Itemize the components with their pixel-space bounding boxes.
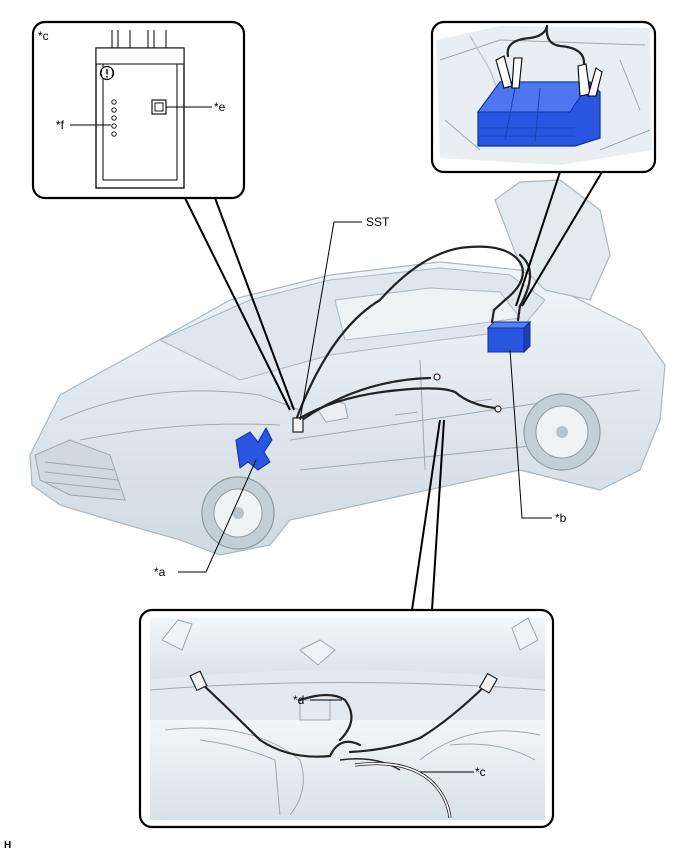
exclamation-circle-icon <box>99 65 115 81</box>
front-wheel <box>201 476 275 550</box>
battery-icon <box>477 81 601 147</box>
leader-lines <box>178 221 552 573</box>
trunk-battery <box>486 304 532 354</box>
label-d: *d <box>293 693 304 707</box>
battery-clamps <box>495 24 603 97</box>
label-c-inset: *c <box>38 29 49 43</box>
sst-cable-car <box>292 245 532 433</box>
rear-wheel <box>523 393 601 471</box>
inset-device <box>31 20 295 411</box>
figure-code: H <box>4 840 11 851</box>
inset-rear-seat <box>138 419 555 829</box>
indicator-leds <box>111 99 117 137</box>
label-sst: SST <box>366 215 390 229</box>
label-a: *a <box>154 565 166 579</box>
inset-battery <box>430 20 657 307</box>
inset-battery-pointer <box>515 171 603 307</box>
leader-sst <box>299 221 362 421</box>
label-c-bottom: *c <box>475 765 486 779</box>
car-illustration <box>29 179 666 556</box>
label-f: *f <box>56 118 65 132</box>
label-b: *b <box>555 511 567 525</box>
label-e: *e <box>214 100 226 114</box>
highlighted-part-a <box>235 426 273 471</box>
leader-b <box>509 349 552 519</box>
leader-a <box>178 459 257 573</box>
sst-cable-seat <box>189 670 499 819</box>
device-switch <box>151 99 167 115</box>
inset-seat-pointer <box>411 419 445 611</box>
inset-device-pointer <box>184 197 295 411</box>
